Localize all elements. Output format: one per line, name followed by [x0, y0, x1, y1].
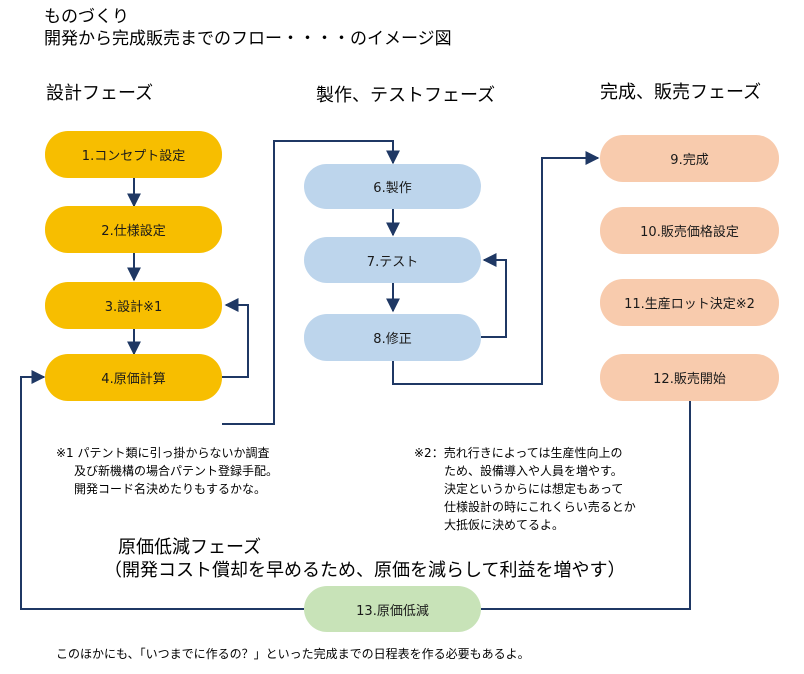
note-2-line-3: 決定というからには想定もあって	[444, 482, 624, 496]
step-10-price-setting: 10.販売価格設定	[600, 207, 779, 254]
diagram-subtitle: 開発から完成販売までのフロー・・・・のイメージ図	[44, 29, 452, 49]
phase-label-cost-reduction: 原価低減フェーズ	[118, 537, 262, 558]
note-2-line-2: ため、設備導入や人員を増やす。	[444, 464, 623, 478]
phase-label-design: 設計フェーズ	[46, 83, 154, 104]
arrow-8-to-9	[392, 151, 600, 385]
step-11-lot-decision: 11.生産ロット決定※2	[600, 279, 779, 326]
step-6-manufacture: 6.製作	[304, 164, 481, 209]
step-7-test: 7.テスト	[304, 237, 481, 283]
note-1-line-1: ※1 パテント類に引っ掛からないか調査	[56, 446, 270, 460]
step-9-complete: 9.完成	[600, 135, 779, 182]
step-1-concept: 1.コンセプト設定	[45, 131, 222, 178]
arrow-4-to-6	[222, 140, 400, 425]
step-4-cost-calc: 4.原価計算	[45, 354, 222, 401]
phase-label-done: 完成、販売フェーズ	[600, 82, 762, 103]
arrow-13-to-4	[20, 370, 304, 610]
arrow-8-back-to-7	[481, 253, 507, 338]
note-2-line-5: 大抵仮に決めてるよ。	[444, 518, 565, 532]
note-1-line-3: 開発コード名決めたりもするかな。	[74, 482, 267, 496]
phase-cost-reduction-description: （開発コスト償却を早めるため、原価を減らして利益を増やす）	[104, 560, 626, 581]
step-3-design: 3.設計※1	[45, 282, 222, 329]
note-2-line-4: 仕様設計の時にこれくらい売るとか	[444, 500, 636, 514]
diagram-title: ものづくり	[44, 7, 129, 27]
step-12-sales-start: 12.販売開始	[600, 354, 779, 401]
arrow-4-back-to-3	[222, 298, 249, 378]
step-2-spec: 2.仕様設定	[45, 206, 222, 253]
line-12-to-13	[481, 401, 691, 610]
note-1-line-2: 及び新機構の場合パテント登録手配。	[74, 464, 279, 478]
footer-note: このほかにも、「いつまでに作るの？」といった完成までの日程表を作る必要もあるよ。	[56, 647, 530, 661]
note-1: ※1 パテント類に引っ掛からないか調査 及び新機構の場合パテント登録手配。 開発…	[56, 444, 278, 498]
note-2-line-1: ※2：売れ行きによっては生産性向上の	[414, 446, 623, 460]
phase-label-make: 製作、テストフェーズ	[316, 85, 496, 106]
step-13-cost-reduction: 13.原価低減	[304, 586, 481, 632]
note-2: ※2：売れ行きによっては生産性向上の ため、設備導入や人員を増やす。 決定という…	[414, 444, 636, 534]
step-8-fix: 8.修正	[304, 314, 481, 361]
